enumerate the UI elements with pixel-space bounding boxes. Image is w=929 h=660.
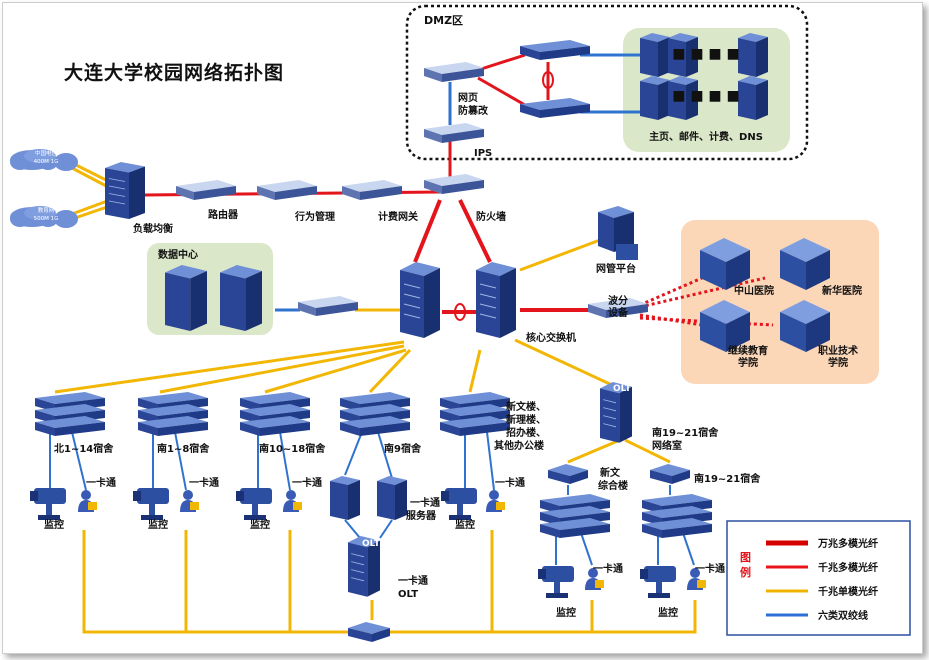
svg-text:■ ■ ■ ■: ■ ■ ■ ■ — [672, 46, 740, 62]
router — [176, 180, 236, 200]
web-tamper-guard — [424, 62, 484, 82]
xinwen-label-2: 综合楼 — [598, 479, 628, 492]
load-balancer — [104, 161, 146, 220]
card-server-a — [330, 476, 360, 520]
nms-label: 网管平台 — [596, 262, 636, 275]
card-label-5: 一卡通 — [593, 562, 623, 575]
dmz-switch-bottom — [520, 98, 590, 118]
card-label-3: 一卡通 — [292, 476, 322, 489]
firewall — [424, 174, 484, 194]
monitor-label-6: 监控 — [658, 606, 678, 619]
dorm5-label-2: 新理楼、 — [506, 413, 546, 426]
card-label-1: 一卡通 — [86, 476, 116, 489]
router-label: 路由器 — [208, 208, 239, 221]
lb-label: 负载均衡 — [133, 222, 173, 235]
datacenter-switch — [298, 296, 358, 316]
core-label: 核心交换机 — [526, 331, 576, 344]
dmz-servers-label: 主页、邮件、计费、DNS — [649, 130, 763, 143]
bottom-splitter — [348, 622, 390, 642]
billing-gateway — [342, 180, 402, 200]
legend-label-3: 六类双绞线 — [818, 609, 868, 622]
nan19-stack — [642, 494, 712, 538]
dorm5-label-1: 新文楼、 — [506, 400, 546, 413]
nms-computer — [598, 206, 638, 260]
svg-text:■ ■ ■ ■: ■ ■ ■ ■ — [672, 88, 740, 104]
card-server-label-2: 服务器 — [406, 509, 437, 522]
monitor-label-3: 监控 — [250, 518, 270, 531]
card-label-4: 一卡通 — [495, 476, 525, 489]
dorm-stack-3 — [240, 392, 310, 436]
monitor-label-2: 监控 — [148, 518, 168, 531]
dmz-label: DMZ区 — [424, 14, 463, 27]
zhongshan-label: 中山医院 — [734, 284, 774, 297]
card-olt-label-1: 一卡通 — [398, 574, 428, 587]
monitor-label-4: 监控 — [455, 518, 475, 531]
ips — [424, 123, 484, 143]
dorm3-label: 南10~18宿舍 — [259, 442, 326, 455]
isp-edu-line1: 教育网 — [38, 206, 55, 214]
olt-room-label-1: 南19~21宿舍 — [652, 426, 719, 439]
card-server-b — [377, 476, 407, 520]
dorm-stack-1 — [35, 392, 105, 436]
legend-title-1: 图 — [740, 551, 751, 564]
core-switch-1 — [399, 261, 441, 339]
core-switch-2 — [475, 261, 517, 339]
legend-label-0: 万兆多模光纤 — [817, 537, 878, 550]
dorm-stack-2 — [138, 392, 208, 436]
dorm-stack-5 — [440, 392, 510, 436]
firewall-label: 防火墙 — [476, 210, 506, 223]
dorm-stack-4 — [340, 392, 410, 436]
datacenter-label: 数据中心 — [158, 248, 198, 261]
dmz-zone-border — [405, 4, 809, 161]
waf-label-2: 防篡改 — [458, 104, 489, 117]
s19-label: 南19~21宿舍 — [694, 472, 761, 485]
behavior-label: 行为管理 — [294, 210, 335, 223]
jixu-label-2: 学院 — [738, 356, 758, 369]
behavior-mgmt — [257, 180, 317, 200]
legend-title-2: 例 — [740, 565, 751, 579]
zhiye-label-2: 学院 — [828, 356, 848, 369]
dorm5-label-4: 其他办公楼 — [494, 439, 544, 452]
monitor-label-1: 监控 — [44, 518, 64, 531]
nan19-olt-badge: OLT — [613, 384, 632, 394]
olt-room-label-2: 网络室 — [652, 439, 682, 452]
wave-label-2: 设备 — [608, 306, 629, 319]
splitter-nan19 — [650, 464, 690, 484]
ips-label: IPS — [474, 148, 492, 159]
frame-border — [2, 2, 923, 654]
dorm5-label-3: 招办楼、 — [506, 426, 546, 439]
legend-label-2: 千兆单模光纤 — [818, 585, 878, 598]
monitor-label-5: 监控 — [556, 606, 576, 619]
billing-label: 计费网关 — [378, 210, 418, 223]
dmz-servers: ■ ■ ■ ■ ■ ■ ■ ■ — [640, 33, 768, 120]
isp-telecom-line1: 中国电信 — [35, 149, 58, 157]
xinhua-label: 新华医院 — [822, 284, 862, 297]
zhiye-label-1: 职业技术 — [818, 344, 858, 357]
dorm1-label: 北1~14宿舍 — [54, 442, 114, 455]
splitter-xinwen — [548, 464, 588, 484]
page-title: 大连大学校园网络拓扑图 — [64, 62, 285, 84]
card-label-6: 一卡通 — [695, 562, 725, 575]
isp-telecom-line2: 400M 1G — [34, 159, 59, 165]
xinwen-stack — [540, 494, 610, 538]
card-olt-label-2: OLT — [398, 589, 418, 600]
remote-campus-panel — [681, 220, 879, 384]
dorm4-label: 南9宿舍 — [384, 442, 422, 455]
dorm2-label: 南1~8宿舍 — [157, 442, 210, 455]
legend-label-1: 千兆多模光纤 — [818, 561, 878, 574]
card-olt-badge: OLT — [362, 539, 381, 549]
wave-label-1: 波分 — [608, 294, 628, 307]
waf-label-1: 网页 — [458, 92, 478, 104]
xinwen-label-1: 新文 — [600, 466, 621, 479]
isp-edu-line2: 500M 1G — [34, 216, 59, 222]
card-label-2: 一卡通 — [189, 476, 219, 489]
dmz-switch-top — [520, 40, 590, 60]
card-server-label-1: 一卡通 — [410, 496, 440, 509]
jixu-label-1: 继续教育 — [728, 344, 768, 357]
